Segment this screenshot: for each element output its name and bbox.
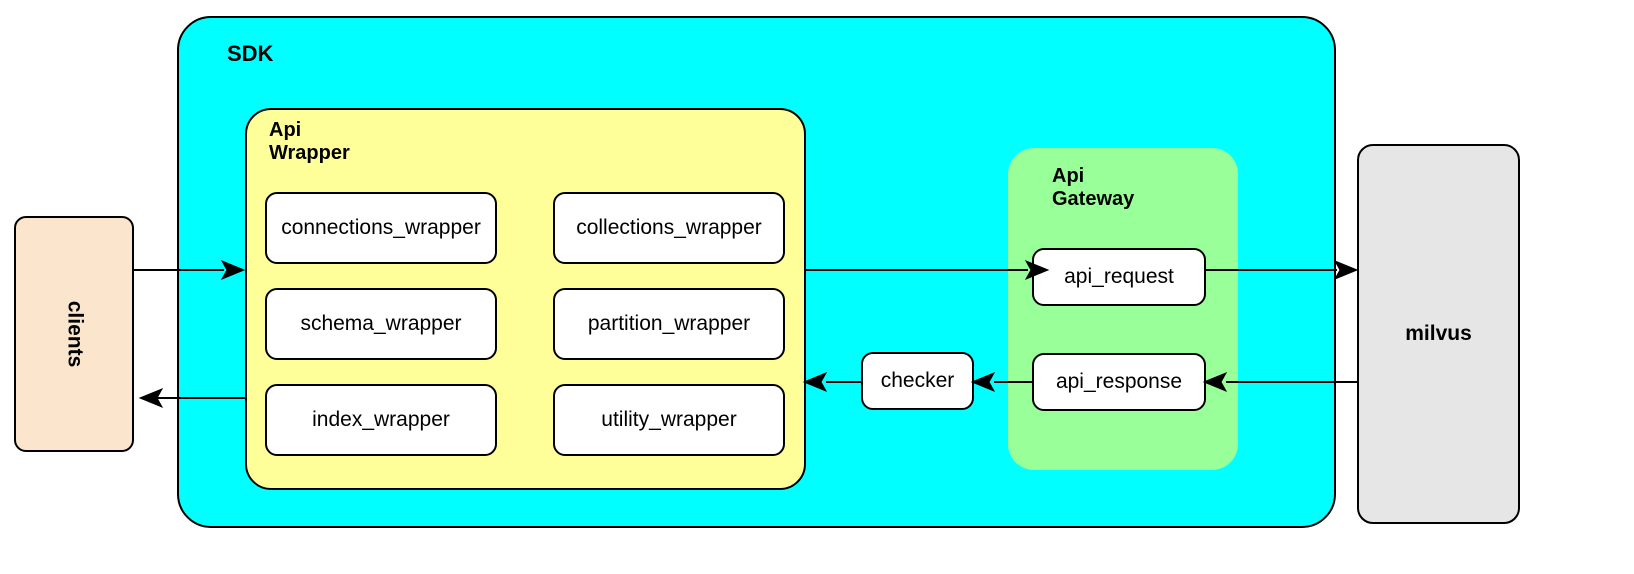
node-index-wrapper-label: index_wrapper bbox=[312, 408, 450, 431]
edge-api-request-to-milvus bbox=[1206, 259, 1359, 281]
node-partition-wrapper-label: partition_wrapper bbox=[587, 312, 751, 335]
edge-api-response-to-checker bbox=[970, 371, 1032, 393]
node-api-request-label: api_request bbox=[1064, 265, 1174, 288]
node-clients-label: clients bbox=[63, 300, 86, 368]
node-api-response-label: api_response bbox=[1055, 370, 1183, 393]
edge-clients-to-api-wrapper bbox=[132, 259, 246, 281]
edge-api-wrapper-to-api-gateway bbox=[806, 259, 1050, 281]
node-api-response[interactable]: api_response bbox=[1032, 353, 1206, 411]
node-utility-wrapper-label: utility_wrapper bbox=[601, 408, 737, 431]
node-partition-wrapper[interactable]: partition_wrapper bbox=[553, 288, 785, 360]
node-connections-wrapper[interactable]: connections_wrapper bbox=[265, 192, 497, 264]
node-milvus[interactable]: milvus bbox=[1357, 144, 1520, 524]
node-clients[interactable]: clients bbox=[14, 216, 134, 452]
edge-milvus-to-api-response bbox=[1202, 371, 1358, 393]
node-schema-wrapper[interactable]: schema_wrapper bbox=[265, 288, 497, 360]
container-api-gateway[interactable]: Api Gateway bbox=[1008, 148, 1238, 470]
container-sdk-label: SDK bbox=[227, 41, 274, 66]
container-api-wrapper-label: Api Wrapper bbox=[269, 119, 350, 164]
node-connections-wrapper-label: connections_wrapper bbox=[281, 216, 481, 239]
edge-checker-to-api-wrapper bbox=[802, 371, 862, 393]
edge-api-wrapper-to-clients bbox=[138, 387, 246, 409]
node-checker-label: checker bbox=[880, 369, 955, 392]
node-api-request[interactable]: api_request bbox=[1032, 248, 1206, 306]
container-api-gateway-label: Api Gateway bbox=[1052, 165, 1135, 210]
node-schema-wrapper-label: schema_wrapper bbox=[300, 312, 462, 335]
node-milvus-label: milvus bbox=[1405, 322, 1472, 345]
node-collections-wrapper[interactable]: collections_wrapper bbox=[553, 192, 785, 264]
node-utility-wrapper[interactable]: utility_wrapper bbox=[553, 384, 785, 456]
node-checker[interactable]: checker bbox=[861, 352, 974, 410]
node-index-wrapper[interactable]: index_wrapper bbox=[265, 384, 497, 456]
node-collections-wrapper-label: collections_wrapper bbox=[576, 216, 762, 239]
